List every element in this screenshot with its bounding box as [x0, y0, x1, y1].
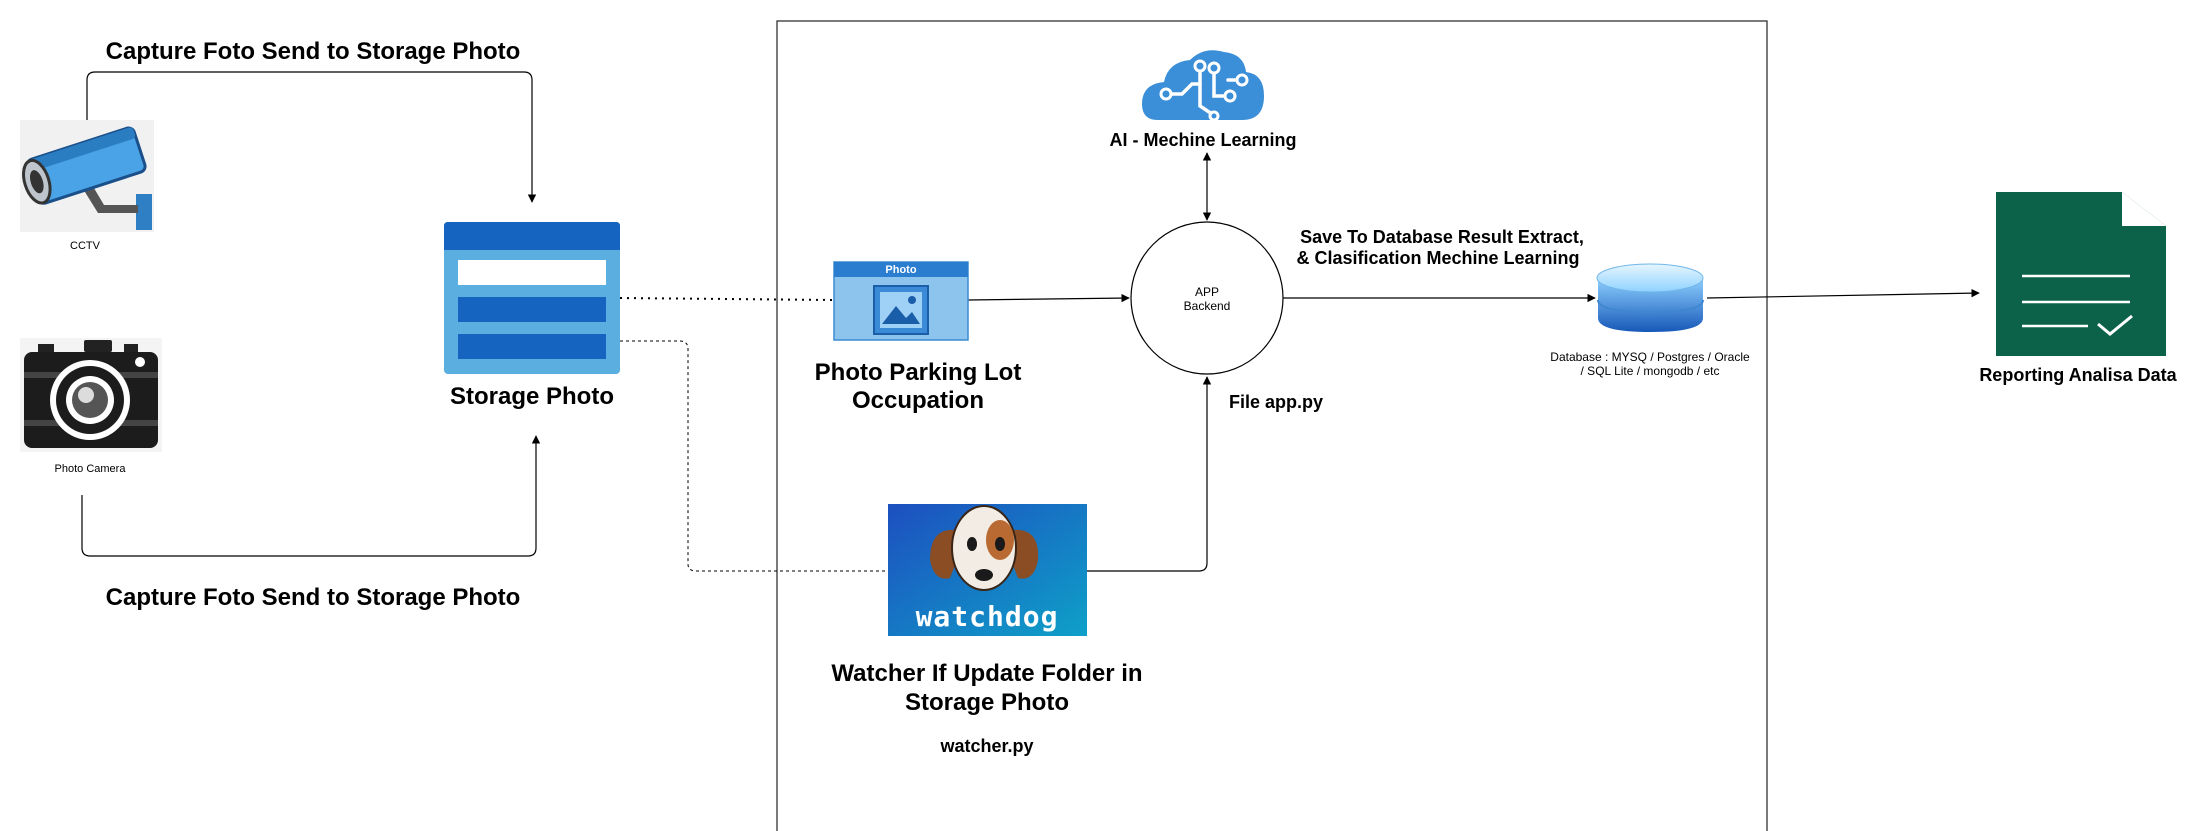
connector-camera-to-storage: [81, 435, 541, 557]
save-to-database-label-line2: & Clasification Mechine Learning: [1296, 248, 1579, 268]
photo-parking-label-line2: Occupation: [852, 387, 984, 414]
report-document-icon: [1996, 192, 2166, 356]
photo-camera-label: Photo Camera: [55, 463, 127, 475]
photo-camera-icon: [20, 338, 162, 452]
cctv-camera-icon: [20, 120, 154, 232]
database-label-line2: / SQL Lite / mongodb / etc: [1581, 364, 1720, 378]
dog-icon: [888, 504, 1087, 636]
brain-cloud-icon: [1142, 50, 1264, 122]
photo-tag-label: Photo: [885, 264, 916, 276]
connector-photo-to-app: [967, 293, 1130, 303]
app-backend-node: [1130, 221, 1284, 375]
capture-label-bottom: Capture Foto Send to Storage Photo: [106, 584, 521, 611]
photo-parking-label-line1: Photo Parking Lot: [815, 359, 1022, 386]
database-label-line1: Database : MYSQ / Postgres / Oracle: [1550, 350, 1750, 364]
watcher-label-line2: Storage Photo: [905, 689, 1069, 716]
connector-storage-to-photo: [619, 297, 835, 301]
app-label-line1: APP: [1195, 285, 1219, 299]
capture-label-top: Capture Foto Send to Storage Photo: [106, 38, 521, 65]
watcher-file-label: watcher.py: [939, 736, 1033, 756]
save-to-database-label-line1: Save To Database Result Extract,: [1300, 227, 1584, 247]
system-boundary-box: [776, 20, 1768, 831]
reporting-label: Reporting Analisa Data: [1979, 365, 2177, 385]
cctv-label: CCTV: [70, 240, 101, 252]
watchdog-logo-text: watchdog: [916, 600, 1059, 633]
app-label-line2: Backend: [1184, 299, 1231, 313]
storage-icon: [444, 222, 620, 374]
connector-database-to-report: [1706, 288, 1980, 299]
file-app-label: File app.py: [1229, 392, 1323, 412]
connector-watchdog-to-app: [1087, 376, 1212, 572]
watcher-label-line1: Watcher If Update Folder in: [831, 660, 1142, 687]
connector-cctv-to-storage: [86, 71, 537, 203]
connector-storage-to-watchdog: [620, 340, 888, 572]
image-icon: [833, 261, 969, 341]
ai-label: AI - Mechine Learning: [1109, 130, 1296, 150]
storage-label: Storage Photo: [450, 383, 614, 410]
database-cylinder-icon: [1596, 263, 1704, 332]
